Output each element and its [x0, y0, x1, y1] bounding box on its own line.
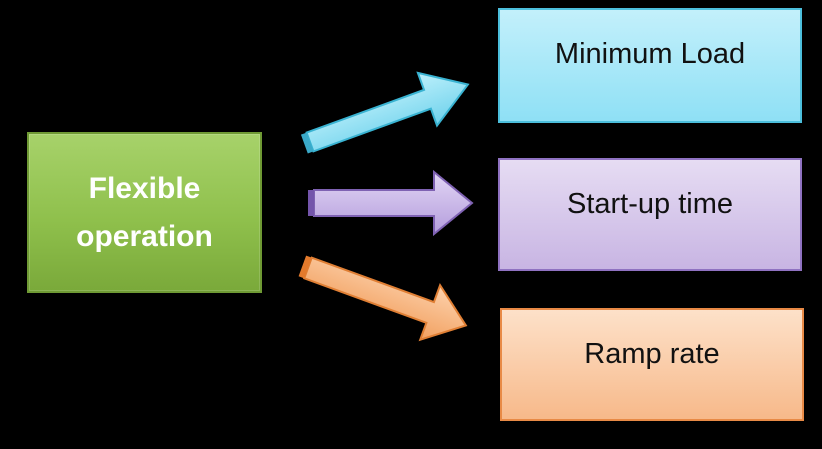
ramp-rate-box: Ramp rate: [500, 308, 804, 421]
minimum-load-label: Minimum Load: [554, 38, 746, 70]
start-up-time-box: Start-up time: [498, 158, 802, 271]
minimum-load-box: Minimum Load: [498, 8, 802, 123]
arrow-to-ramp-rate: [298, 255, 468, 342]
ramp-rate-label: Ramp rate: [584, 338, 720, 370]
flexible-operation-label: Flexible operation: [76, 171, 213, 253]
flexible-operation-box: Flexible operation: [27, 132, 262, 293]
arrow-to-start-up-time: [308, 169, 474, 237]
start-up-time-label: Start-up time: [567, 188, 733, 220]
arrow-to-minimum-load: [300, 71, 470, 154]
